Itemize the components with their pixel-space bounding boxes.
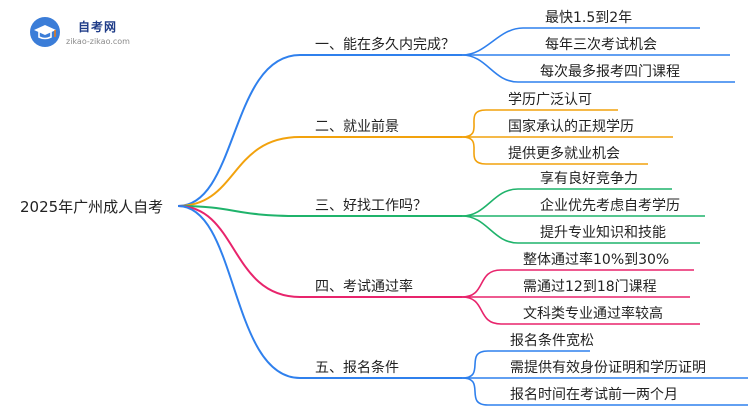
child-topic[interactable]: 最快1.5到2年: [545, 10, 632, 26]
child-connector: [461, 109, 487, 138]
branch-topic[interactable]: 一、能在多久内完成？: [315, 36, 455, 53]
logo-subtitle: zikao-zikao.com: [66, 37, 130, 46]
child-connector: [461, 296, 502, 325]
child-connector: [461, 215, 519, 244]
child-topic[interactable]: 国家承认的正规学历: [508, 118, 634, 135]
child-topic[interactable]: 每年三次考试机会: [545, 37, 657, 53]
child-connector: [461, 377, 489, 406]
child-topic[interactable]: 每次最多报考四门课程: [540, 63, 680, 80]
branch-connector: [177, 54, 301, 207]
child-connector: [461, 27, 524, 56]
branch-connector: [177, 136, 301, 207]
child-topic[interactable]: 企业优先考虑自考学历: [540, 197, 680, 214]
child-connector: [461, 136, 487, 165]
branch-topic[interactable]: 二、就业前景: [315, 118, 399, 135]
logo-title: 自考网: [78, 20, 118, 34]
child-topic[interactable]: 享有良好竞争力: [540, 170, 638, 187]
child-connector: [461, 350, 489, 379]
child-topic[interactable]: 提升专业知识和技能: [540, 224, 666, 241]
child-topic[interactable]: 需提供有效身份证明和学历证明: [510, 360, 706, 376]
child-topic[interactable]: 整体通过率10%到30%: [523, 251, 669, 268]
child-topic[interactable]: 文科类专业通过率较高: [523, 305, 663, 322]
graduation-cap-icon: [30, 17, 60, 47]
branch-topic[interactable]: 五、报名条件: [315, 359, 399, 376]
root-topic: 2025年广州成人自考: [20, 198, 163, 216]
child-topic[interactable]: 提供更多就业机会: [508, 145, 620, 162]
branch-connector: [177, 205, 301, 379]
child-connector: [461, 54, 519, 83]
branch-connector: [177, 205, 301, 217]
child-topic[interactable]: 报名条件宽松: [510, 332, 594, 349]
child-topic[interactable]: 需通过12到18门课程: [523, 279, 657, 295]
branch-connector: [177, 205, 301, 298]
child-topic[interactable]: 学历广泛认可: [508, 92, 592, 108]
branch-topic[interactable]: 三、好找工作吗？: [315, 198, 427, 214]
child-connector: [461, 188, 519, 217]
site-logo[interactable]: 自考网 zikao-zikao.com: [30, 12, 160, 52]
child-connector: [461, 269, 502, 298]
child-topic[interactable]: 报名时间在考试前一两个月: [510, 386, 678, 403]
branch-topic[interactable]: 四、考试通过率: [315, 278, 413, 295]
